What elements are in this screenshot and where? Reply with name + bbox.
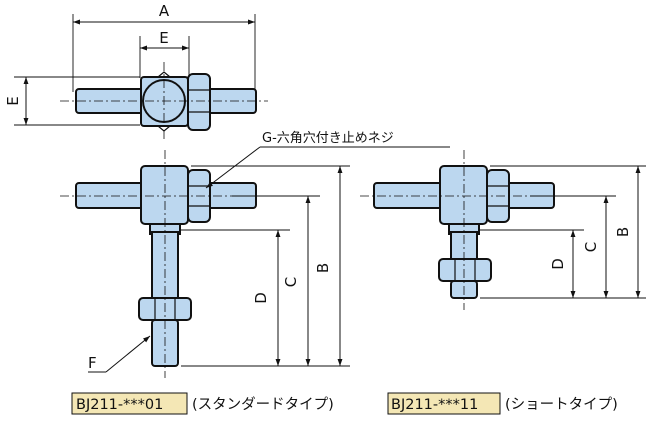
model-type-standard: (スタンダードタイプ) bbox=[192, 396, 334, 413]
dim-label-f: F bbox=[88, 354, 97, 372]
callout-hex-socket-screw: G-六角穴付き止めネジ bbox=[262, 131, 394, 146]
model-code-standard: BJ211-***01 bbox=[76, 397, 163, 413]
model-code-short: BJ211-***11 bbox=[391, 397, 478, 413]
dim-label-b-short: B bbox=[614, 227, 632, 237]
dim-label-b-standard: B bbox=[314, 263, 332, 273]
front-view-short bbox=[360, 150, 646, 310]
front-view-standard bbox=[60, 146, 450, 378]
model-code-box-standard bbox=[71, 392, 188, 415]
model-code-box-short bbox=[387, 392, 501, 415]
dim-label-e-left: E bbox=[4, 96, 22, 105]
dim-label-d-standard: D bbox=[252, 292, 270, 304]
dim-label-c-short: C bbox=[582, 242, 600, 252]
dim-label-a-top: A bbox=[159, 2, 170, 20]
dim-label-d-short: D bbox=[549, 258, 567, 270]
top-view bbox=[14, 14, 268, 140]
dim-label-e-top: E bbox=[159, 29, 168, 47]
model-type-short: (ショートタイプ) bbox=[505, 396, 618, 413]
dim-label-c-standard: C bbox=[282, 277, 300, 287]
